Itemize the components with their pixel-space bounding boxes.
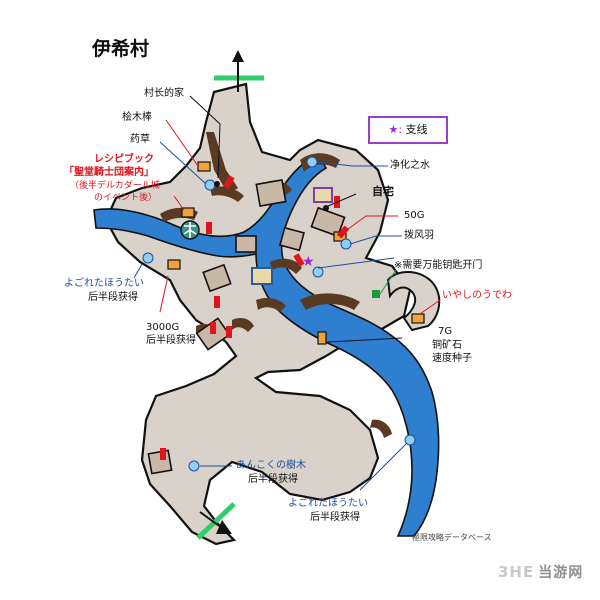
label-magic-key-note: ※需要万能钥匙开门 bbox=[394, 260, 483, 271]
legend-box: ★: 支线 bbox=[368, 116, 448, 144]
label-gold-7: 7G bbox=[438, 326, 453, 337]
leader-lines bbox=[133, 95, 441, 491]
label-gold-50: 50G bbox=[404, 210, 425, 221]
label-dark-wood: あんこくの樹木 bbox=[236, 460, 306, 471]
label-dirty-towel-2: よごれたほうたい bbox=[288, 498, 368, 509]
label-dirty-towel-1-note: 后半段获得 bbox=[88, 292, 138, 303]
label-speed-seed: 速度种子 bbox=[432, 353, 472, 364]
label-copper-ore: 铜矿石 bbox=[432, 340, 462, 351]
label-wind-feather: 拨风羽 bbox=[404, 230, 434, 241]
label-purify-water: 净化之水 bbox=[390, 160, 430, 171]
side-quest-star: ★ bbox=[302, 254, 315, 270]
label-dirty-towel-1: よごれたほうたい bbox=[64, 278, 144, 289]
south-exit bbox=[196, 502, 236, 540]
label-dirty-towel-2-note: 后半段获得 bbox=[310, 512, 360, 523]
label-cypress-stick: 桧木棒 bbox=[122, 112, 152, 123]
shop-signs bbox=[251, 187, 333, 285]
label-gold-3000-note: 后半段获得 bbox=[146, 335, 196, 346]
label-village-chief: 村长的家 bbox=[144, 88, 184, 99]
brand-name: 当游网 bbox=[538, 565, 584, 581]
cave-branch bbox=[386, 271, 441, 332]
label-recipe-line1: レシピブック bbox=[94, 154, 154, 165]
black-markers bbox=[214, 181, 329, 211]
label-recipe-line2: 「聖堂騎士団案内」 bbox=[64, 167, 154, 178]
cliffs bbox=[160, 132, 392, 438]
legend-label: 支线 bbox=[405, 123, 428, 136]
label-dark-wood-note: 后半段获得 bbox=[248, 474, 298, 485]
map-title: 伊希村 bbox=[92, 38, 150, 60]
label-gold-3000: 3000G bbox=[146, 322, 180, 333]
locked-door-marker bbox=[372, 290, 380, 298]
label-healing-ring: いやしのうでわ bbox=[442, 290, 512, 301]
credit-watermark: 極限攻略データベース bbox=[412, 533, 492, 542]
label-recipe-line3: （後半デルカダール城 bbox=[70, 181, 160, 191]
brand-logo: 3HE bbox=[498, 563, 535, 581]
label-herb: 药草 bbox=[130, 134, 150, 145]
north-exit bbox=[214, 50, 264, 92]
label-home: 自宅 bbox=[372, 185, 394, 198]
legend-star: ★: bbox=[388, 123, 403, 136]
buildings bbox=[147, 178, 346, 475]
church-emblem bbox=[180, 220, 200, 240]
label-recipe-line4: のイベント後） bbox=[94, 193, 158, 203]
